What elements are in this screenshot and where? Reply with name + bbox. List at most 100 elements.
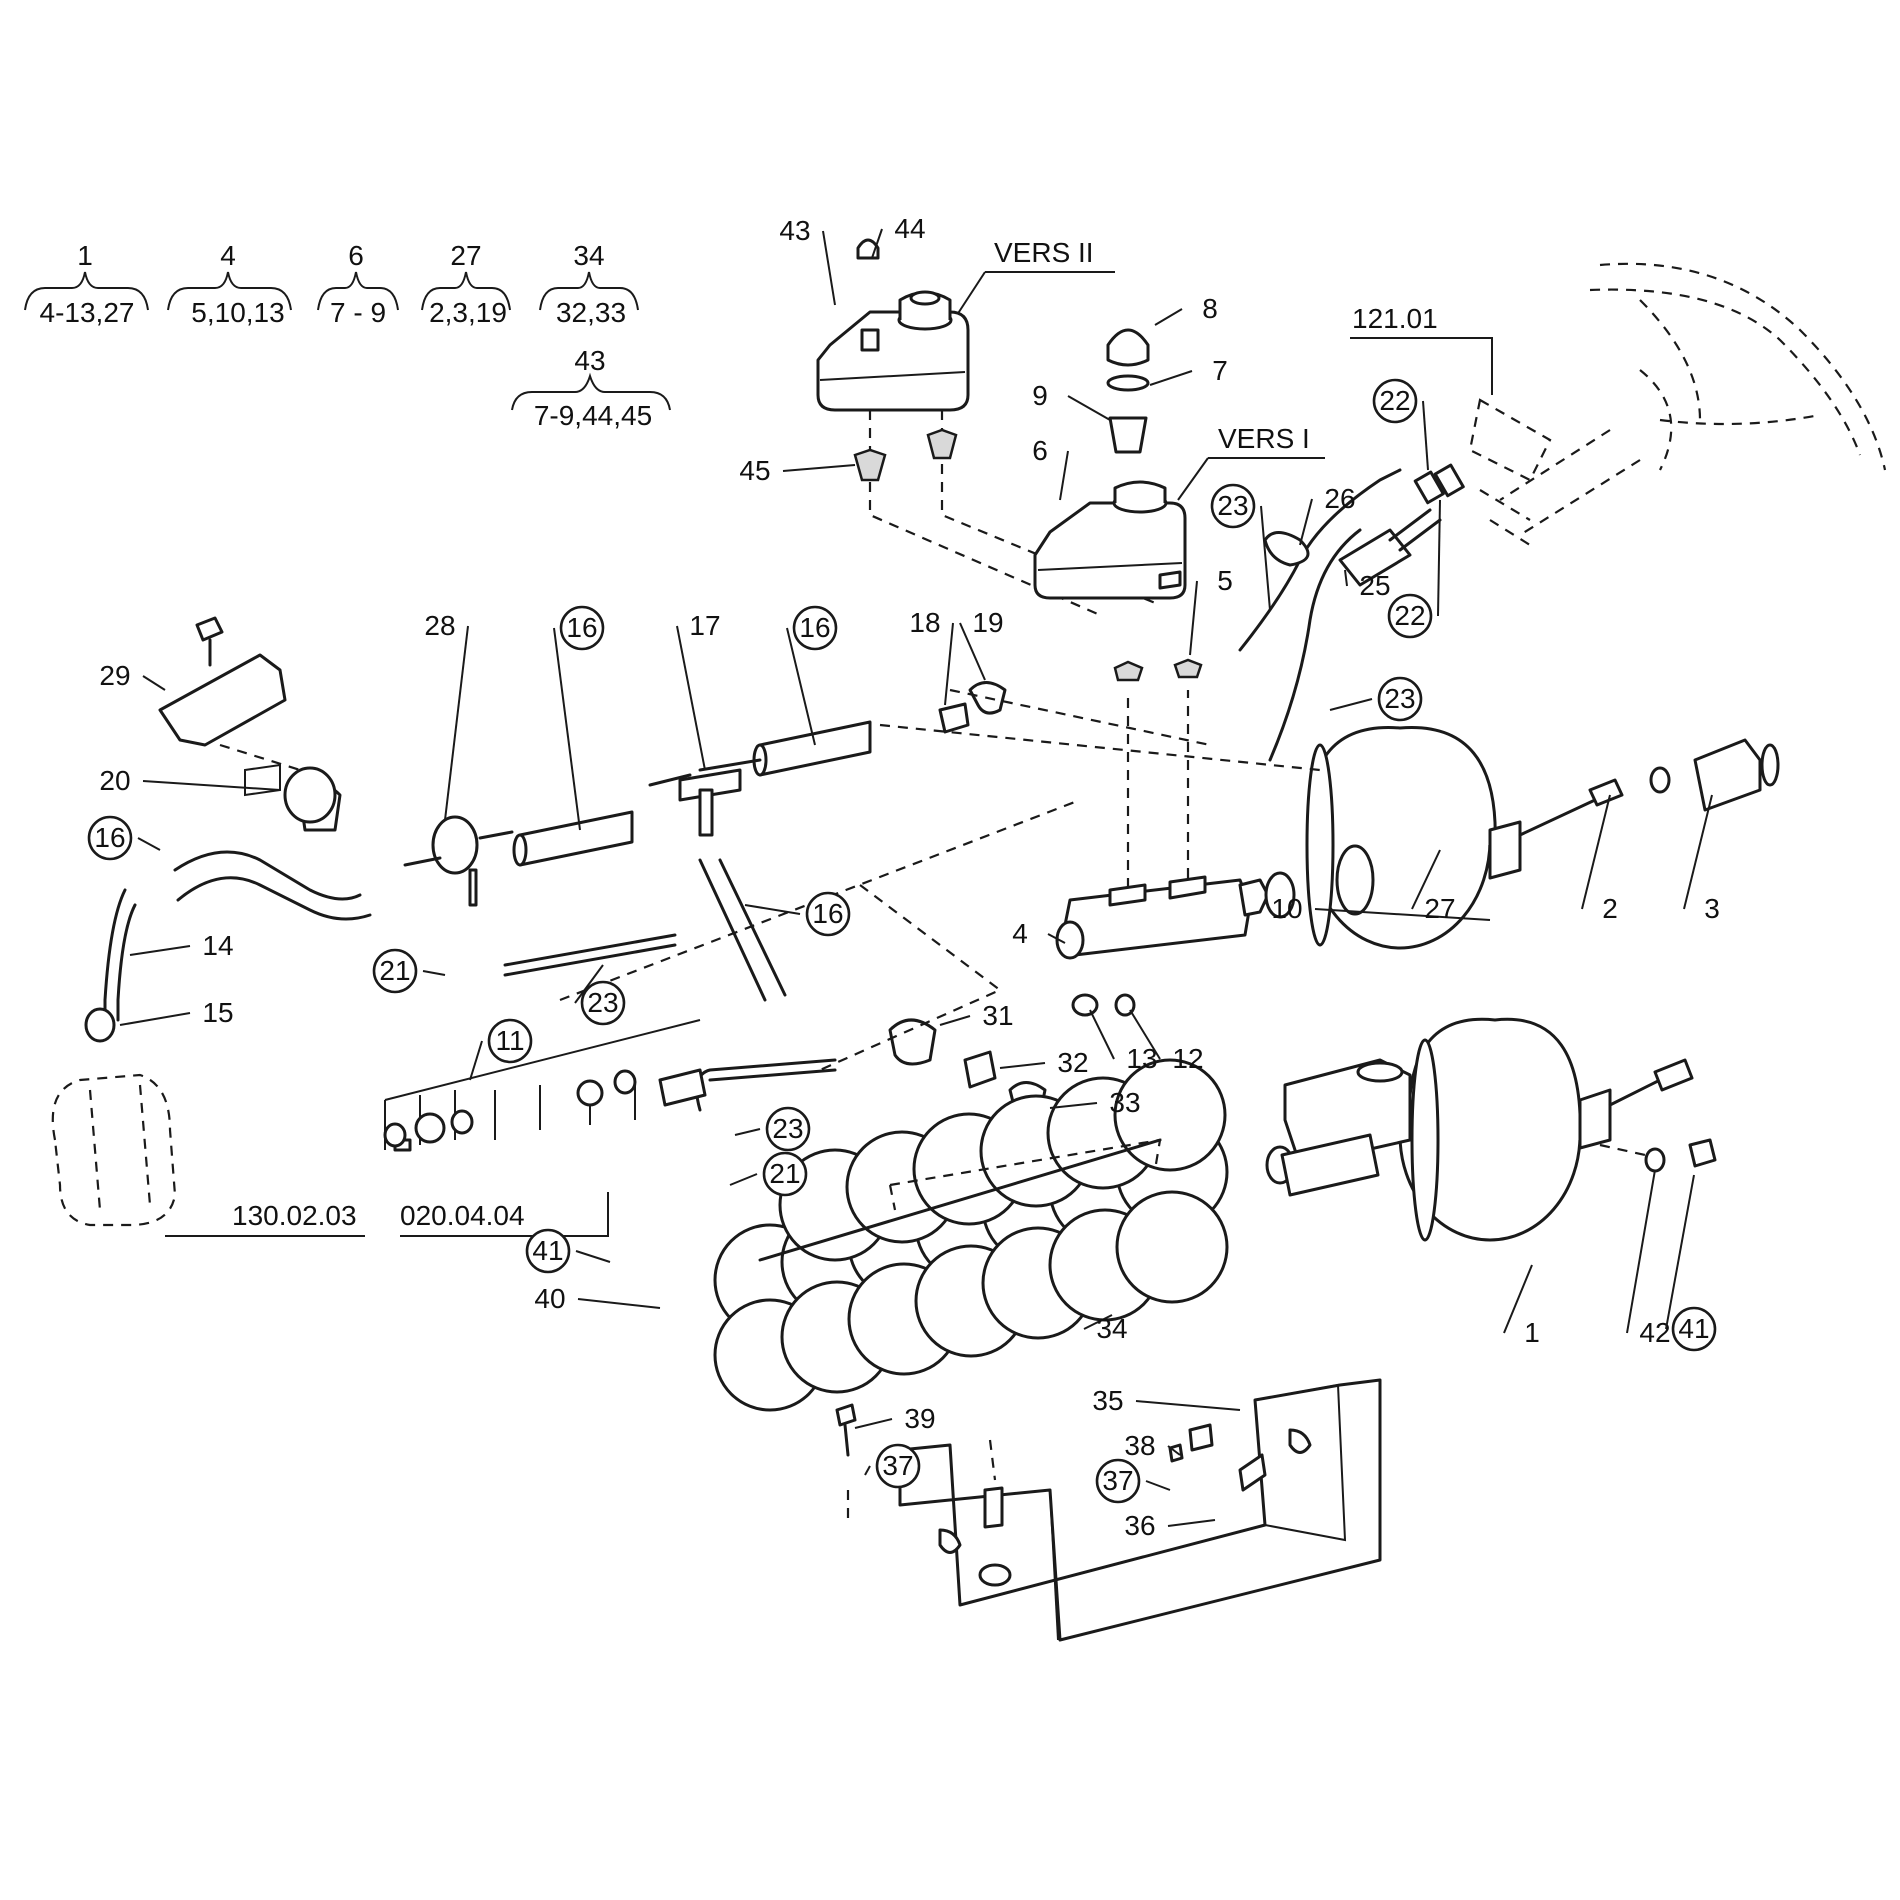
callout-number: 26 [1324, 483, 1355, 514]
leader-line [1059, 450, 1069, 501]
leader-line [1154, 308, 1183, 326]
leader-line [822, 230, 836, 306]
group-members-label: 4-13,27 [40, 297, 135, 328]
leader-line [137, 837, 161, 851]
callout-9: 9 [1032, 380, 1111, 421]
callout-number: 23 [1384, 683, 1415, 714]
callout-41: 41 [1665, 1174, 1717, 1352]
callout-number: 1 [1524, 1317, 1540, 1348]
callout-39: 39 [854, 1403, 936, 1434]
callout-17: 17 [676, 610, 721, 771]
callout-number: 37 [1102, 1465, 1133, 1496]
callout-number: 25 [1359, 570, 1390, 601]
leader-line [574, 964, 604, 1004]
callout-34: 34 [1083, 1313, 1128, 1344]
callout-number: 16 [812, 898, 843, 929]
callout-number: 38 [1124, 1430, 1155, 1461]
callout-44: 44 [871, 213, 926, 259]
callout-circle [1210, 483, 1256, 529]
callout-number: 16 [566, 612, 597, 643]
leader-line [959, 622, 986, 681]
callout-number: 39 [904, 1403, 935, 1434]
callout-circle [559, 605, 605, 651]
callout-circle [1095, 1458, 1141, 1504]
callout-27: 27 [1411, 849, 1456, 924]
leader-line [1299, 498, 1313, 546]
callout-26: 26 [1299, 483, 1356, 546]
leader-line [1314, 908, 1491, 921]
leader-line [944, 622, 954, 706]
leader-line [1167, 1445, 1181, 1456]
leader-line [1683, 794, 1713, 910]
callout-16: 16 [553, 605, 605, 831]
leader-line [1344, 569, 1348, 587]
callout-4: 4 [1012, 918, 1066, 949]
callout-number: 6 [1032, 435, 1048, 466]
callout-number: 33 [1109, 1087, 1140, 1118]
callout-number: 10 [1271, 893, 1302, 924]
callout-number: 22 [1394, 600, 1425, 631]
callout-36: 36 [1124, 1510, 1216, 1541]
callout-number: 3 [1704, 893, 1720, 924]
callout-5: 5 [1189, 565, 1233, 656]
group-34: 34 32,33 [539, 240, 639, 328]
callout-number: 18 [909, 607, 940, 638]
callout-circle [762, 1151, 808, 1197]
callout-number: 7 [1212, 355, 1228, 386]
group-members-label: 7 - 9 [330, 297, 386, 328]
reservoir-vers-1 [1033, 328, 1187, 600]
callout-42: 42 [1626, 1169, 1671, 1348]
callout-number: 41 [1678, 1313, 1709, 1344]
callout-number: 20 [99, 765, 130, 796]
callout-circle [87, 815, 133, 861]
callout-41: 41 [525, 1228, 611, 1274]
callout-33: 33 [1049, 1087, 1141, 1118]
brake-caliper [51, 1073, 177, 1227]
callout-number: 35 [1092, 1385, 1123, 1416]
callout-8: 8 [1154, 293, 1218, 326]
callout-16: 16 [744, 891, 851, 937]
leader-line [1135, 1400, 1241, 1411]
leader-line [1129, 1009, 1161, 1060]
variant-1-label: VERS I [1218, 423, 1310, 454]
group-index: 1 4-13,27 4 5,10,13 6 7 - 9 27 2,3,19 34… [24, 240, 671, 431]
callout-13: 13 [1089, 1009, 1158, 1074]
callout-32: 32 [999, 1047, 1089, 1078]
group-head-label: 34 [573, 240, 604, 271]
brake-booster-assembly [1265, 1017, 1717, 1242]
leader-line [1626, 1169, 1656, 1334]
callout-number: 32 [1057, 1047, 1088, 1078]
callout-number: 9 [1032, 380, 1048, 411]
vacuum-hoses [84, 681, 1321, 1152]
leader-line [444, 625, 469, 821]
callout-38: 38 [1124, 1430, 1181, 1461]
clamp-reference-label: 020.04.04 [400, 1200, 525, 1231]
callout-7: 7 [1149, 355, 1228, 386]
leader-line [129, 945, 191, 956]
leader-line [676, 625, 706, 771]
callout-14: 14 [129, 930, 234, 961]
group-head-label: 4 [220, 240, 236, 271]
group-members-label: 2,3,19 [429, 297, 507, 328]
callout-number: 21 [379, 955, 410, 986]
steering-column [1468, 262, 1887, 546]
callout-28: 28 [424, 610, 469, 821]
callout-circle [487, 1018, 533, 1064]
group-head-label: 43 [574, 345, 605, 376]
callout-number: 40 [534, 1283, 565, 1314]
callout-number: 14 [202, 930, 233, 961]
leader-line [744, 904, 801, 915]
callout-12: 12 [1129, 1009, 1204, 1074]
callout-circle [1377, 676, 1423, 722]
leader-line [142, 780, 281, 791]
callout-circle [1671, 1306, 1717, 1352]
leader-line [999, 1062, 1046, 1069]
leader-line [864, 1465, 871, 1476]
callout-number: 43 [779, 215, 810, 246]
leader-line [854, 1418, 893, 1429]
callout-circle [1372, 378, 1418, 424]
tank-chamber [1115, 1190, 1229, 1304]
callout-23: 23 [1210, 483, 1271, 611]
callout-6: 6 [1032, 435, 1069, 501]
